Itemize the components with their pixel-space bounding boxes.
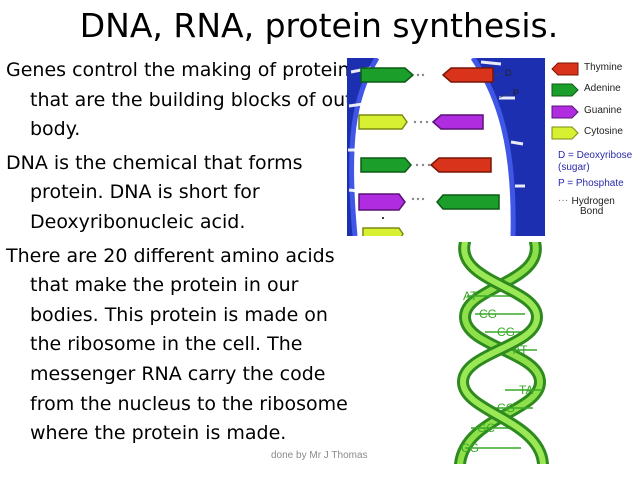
double-helix-diagram: AT CG CG AT TA CG GC CG — [454, 242, 549, 464]
slide-title: DNA, RNA, protein synthesis. — [79, 6, 559, 45]
legend-label: Cytosine — [584, 126, 623, 137]
base-guanine — [358, 193, 406, 211]
phosphate-definition: P = Phosphate — [558, 178, 624, 189]
hydrogen-bond-dots — [411, 73, 431, 201]
legend-definitions: D = Deoxyribose (sugar) P = Phosphate — [558, 150, 632, 190]
hydrogen-bond-key: ᐧᐧᐧ Hydrogen Bond — [558, 197, 615, 217]
base-adenine — [360, 157, 412, 173]
label-d: D — [505, 68, 512, 78]
base-guanine — [431, 114, 484, 130]
base-pair-label: CG — [497, 325, 515, 339]
deoxyribose-note: (sugar) — [558, 162, 590, 173]
hydrogen-bond-label: Hydrogen — [571, 196, 615, 207]
paragraph-genes: Genes control the making of protein that… — [6, 59, 353, 141]
dna-ladder-svg — [347, 58, 431, 236]
base-pair-labels: AT CG CG AT TA CG GC CG — [461, 289, 533, 455]
base-adenine — [360, 67, 415, 83]
legend-label: Guanine — [584, 105, 622, 116]
base-thymine — [441, 67, 494, 83]
legend-label: Thymine — [584, 62, 623, 73]
bond-label: Bond — [580, 206, 604, 217]
base-pair-label: TA — [519, 383, 533, 397]
thymine-swatch-icon — [551, 62, 579, 76]
base-pair-label: GC — [477, 421, 495, 435]
paragraph-amino-acids: There are 20 different amino acids that … — [6, 244, 348, 445]
dna-ladder-right-strand: D P — [429, 58, 545, 236]
cytosine-swatch-icon — [551, 126, 579, 140]
legend-label: Adenine — [584, 83, 621, 94]
base-thymine — [429, 157, 492, 173]
base-pair-label: AT — [463, 289, 478, 303]
paragraph-dna: DNA is the chemical that forms protein. … — [6, 151, 303, 233]
guanine-swatch-icon — [551, 105, 579, 119]
label-p: P — [513, 88, 519, 98]
base-pair-label: CG — [461, 441, 479, 455]
body-text: Genes control the making of protein that… — [6, 56, 356, 453]
base-adenine — [436, 194, 500, 210]
adenine-swatch-icon — [551, 83, 579, 97]
deoxyribose-definition: D = Deoxyribose — [558, 150, 633, 161]
base-pair-label: CG — [479, 307, 497, 321]
dna-ladder-diagram — [347, 58, 437, 236]
hydrogen-bond-dots-icon: ᐧᐧᐧ — [558, 196, 569, 207]
credit-text: done by Mr J Thomas — [271, 450, 368, 461]
ladder-backbone-left — [347, 58, 377, 236]
base-cytosine — [358, 114, 408, 130]
